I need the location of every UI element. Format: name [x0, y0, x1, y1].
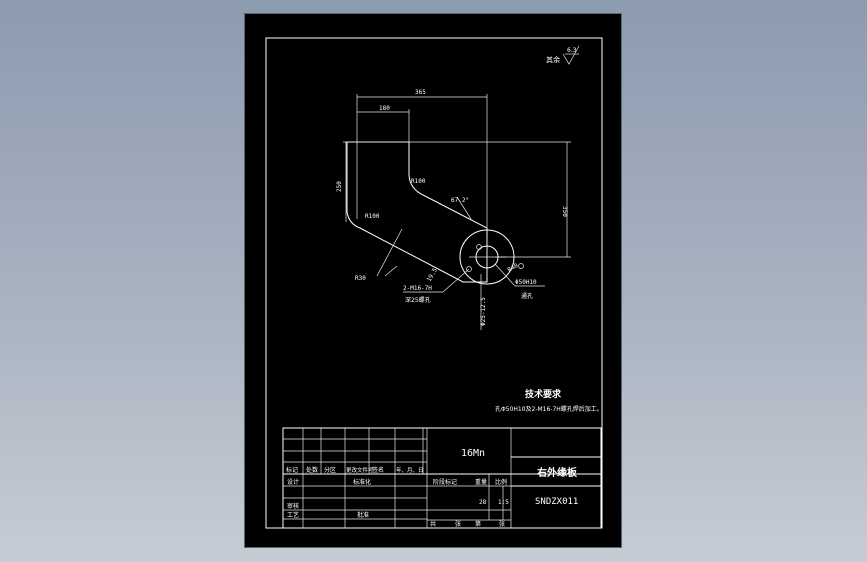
dim-250: 250 [336, 181, 343, 192]
dim-r100-lower: R100 [365, 213, 380, 220]
col-zone: 分区 [324, 466, 336, 474]
title-block: 16Mn 标记 处数 分区 更改文件号 签名 年、月、日 设计 标准化 审核 工… [282, 427, 602, 529]
bore-through-callout: 通孔 [521, 292, 533, 300]
col-sign: 签名 [372, 466, 384, 474]
thread-depth-callout: 深25螺孔 [405, 296, 431, 304]
cad-drawing: 其余 6.3 365 180 [265, 37, 603, 529]
col-change-doc: 更改文件号 [346, 466, 374, 474]
thread-hole-right [518, 263, 524, 269]
process-label: 工艺 [287, 511, 299, 519]
ratio-value: 1:5 [498, 499, 509, 506]
dim-r40: R40 [507, 262, 520, 274]
ratio-label: 比例 [495, 478, 507, 486]
surface-finish-value: 6.3 [567, 47, 577, 54]
drawing-frame [265, 37, 603, 529]
dimensions: 365 180 250 350 R100 R100 67.2° R30 [336, 89, 571, 330]
col-mark: 标记 [286, 466, 298, 474]
col-date: 年、月、日 [396, 466, 424, 474]
tech-requirements-body: 孔Φ50H10及2-M16-7H螺孔焊后加工。 [495, 405, 603, 413]
dim-365: 365 [415, 89, 426, 96]
review-label: 审核 [287, 502, 299, 510]
design-label: 设计 [287, 478, 299, 486]
stage-label: 阶段标记 [433, 478, 457, 486]
dim-180: 180 [379, 105, 390, 112]
drawing-sheet: 其余 6.3 365 180 [244, 13, 622, 548]
dim-angle: 67.2° [451, 197, 469, 204]
surface-finish-symbol: 其余 6.3 [546, 45, 580, 65]
dim-r100-upper: R100 [411, 178, 426, 185]
bore-callout: Φ50H10 [515, 279, 537, 286]
thread-hole-top [476, 244, 482, 250]
thread-hole-callout: 2-M16-7H [403, 285, 432, 292]
weight-label: 重量 [475, 478, 487, 486]
standard-label: 标准化 [353, 478, 371, 486]
material-text: 16Mn [461, 448, 485, 459]
thread-hole-left [466, 266, 472, 272]
sheet-unit-2: 张 [499, 520, 505, 528]
drawing-code: SNDZX011 [535, 497, 578, 507]
part-contour [346, 141, 488, 283]
sheet-unit: 张 [455, 520, 461, 528]
col-count: 处数 [306, 466, 318, 474]
part-name: 右外缘板 [536, 466, 578, 479]
dim-19-5: 19.5 [426, 267, 439, 283]
approve-label: 批准 [357, 511, 369, 519]
dim-r30: R30 [355, 275, 366, 282]
sheet-total: 共 [430, 520, 436, 528]
surface-finish-label: 其余 [546, 55, 560, 64]
weight-value: 28 [479, 499, 487, 506]
dim-vertical: Φ25-12.5 [480, 297, 487, 326]
dim-350: 350 [561, 206, 568, 217]
surface-finish-check [562, 45, 580, 65]
tech-requirements-title: 技术要求 [525, 388, 562, 400]
sheet-number: 第 [475, 520, 481, 528]
